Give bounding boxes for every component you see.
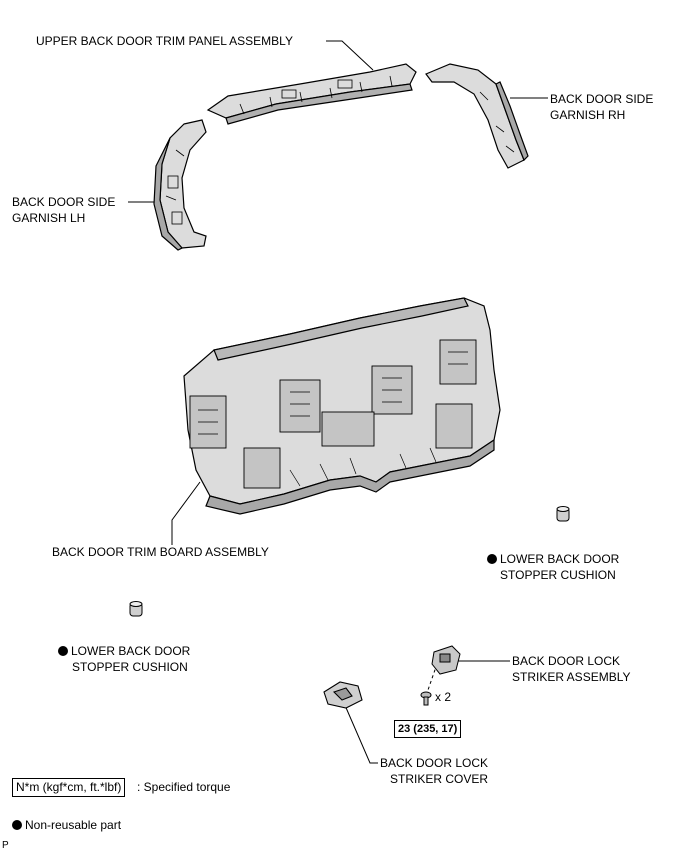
label-stopper-cushion-left-line1: LOWER BACK DOOR — [58, 644, 190, 659]
label-trim-board: BACK DOOR TRIM BOARD ASSEMBLY — [52, 545, 269, 559]
label-side-garnish-rh-line2: GARNISH RH — [550, 108, 626, 122]
corner-mark: P — [2, 840, 9, 851]
stopper-cushion-left — [129, 601, 143, 617]
label-side-garnish-lh-line2: GARNISH LH — [12, 211, 86, 225]
label-stopper-cushion-left-line2: STOPPER CUSHION — [72, 660, 188, 674]
stopper-cushion-right — [556, 506, 570, 522]
legend-nonreusable: Non-reusable part — [12, 818, 121, 833]
torque-value-box: 23 (235, 17) — [394, 720, 462, 738]
label-side-garnish-rh-line1: BACK DOOR SIDE — [550, 92, 654, 106]
label-screw-quantity: x 2 — [435, 690, 452, 704]
leader-upper-panel — [326, 40, 374, 71]
label-upper-trim-panel: UPPER BACK DOOR TRIM PANEL ASSEMBLY — [36, 34, 293, 48]
label-stopper-cushion-right-line2: STOPPER CUSHION — [500, 568, 616, 582]
side-garnish-rh — [425, 63, 529, 169]
striker-cover — [323, 681, 363, 709]
label-striker-assembly-line1: BACK DOOR LOCK — [512, 654, 621, 668]
label-stopper-cushion-right-line1: LOWER BACK DOOR — [487, 552, 619, 567]
screw-axis-line — [427, 663, 438, 691]
leader-striker-cover — [343, 702, 378, 764]
leader-trim-board — [171, 481, 201, 545]
label-striker-cover-line1: BACK DOOR LOCK — [380, 756, 489, 770]
striker-assembly — [431, 645, 461, 675]
side-garnish-lh — [153, 119, 207, 251]
label-side-garnish-lh-line1: BACK DOOR SIDE — [12, 195, 116, 209]
trim-board — [183, 297, 501, 515]
legend-torque-text: : Specified torque — [137, 780, 231, 794]
upper-trim-panel — [206, 63, 417, 125]
legend-torque-unit-box: N*m (kgf*cm, ft.*lbf) — [12, 778, 126, 797]
nonreusable-dot-icon — [487, 554, 497, 564]
striker-bolt — [420, 691, 432, 706]
nonreusable-dot-icon — [12, 820, 22, 830]
label-striker-cover-line2: STRIKER COVER — [390, 772, 489, 786]
label-striker-assembly-line2: STRIKER ASSEMBLY — [512, 670, 631, 684]
nonreusable-dot-icon — [58, 646, 68, 656]
